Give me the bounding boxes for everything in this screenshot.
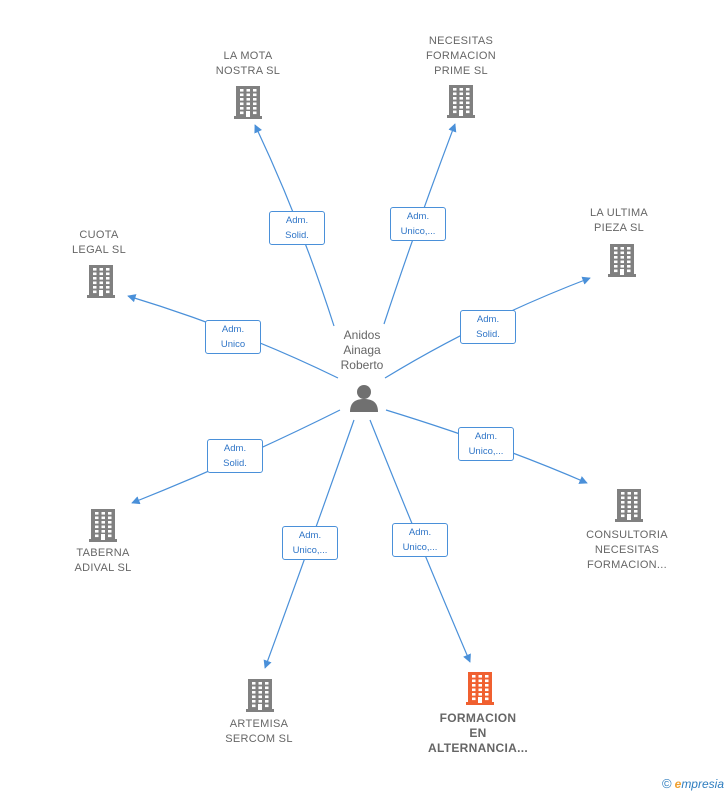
role-label-necesitas-prime[interactable]: Adm. Unico,...: [390, 207, 446, 241]
building-icon[interactable]: [606, 242, 638, 278]
building-icon[interactable]: [232, 84, 264, 120]
company-label-la-mota[interactable]: LA MOTA NOSTRA SL: [178, 49, 318, 79]
role-label-la-ultima[interactable]: Adm. Solid.: [460, 310, 516, 344]
role-label-line: Solid.: [223, 458, 247, 469]
company-label-line: TABERNA: [76, 547, 130, 559]
role-label-line: Adm.: [408, 527, 432, 538]
role-label-line: Adm.: [476, 314, 500, 325]
building-icon[interactable]: [464, 670, 496, 706]
role-label-line: Solid.: [476, 329, 500, 340]
role-label-line: Adm.: [285, 215, 309, 226]
center-label-line: Anidos: [343, 328, 381, 342]
company-label-line: NOSTRA SL: [215, 65, 281, 77]
role-label-line: Unico,...: [468, 446, 504, 457]
company-label-consultoria[interactable]: CONSULTORIA NECESITAS FORMACION...: [557, 528, 697, 573]
company-label-line: PRIME SL: [434, 64, 488, 77]
role-label-artemisa[interactable]: Adm. Unico,...: [282, 526, 338, 560]
company-label-line: SERCOM SL: [225, 733, 293, 745]
building-icon[interactable]: [613, 487, 645, 523]
brand-name: mpresia: [681, 777, 724, 791]
company-label-taberna[interactable]: TABERNA ADIVAL SL: [33, 546, 173, 576]
building-icon[interactable]: [87, 507, 119, 543]
company-label-cuota-legal[interactable]: CUOTA LEGAL SL: [29, 228, 169, 258]
role-label-formacion[interactable]: Adm. Unico,...: [392, 523, 448, 557]
role-label-cuota-legal[interactable]: Adm. Unico: [205, 320, 261, 354]
copyright-symbol: ©: [662, 776, 672, 791]
company-label-line: EN: [469, 725, 487, 740]
center-label-line: Ainaga: [343, 343, 381, 357]
company-label-line: ALTERNANCIA...: [428, 740, 528, 755]
company-label-line: PIEZA SL: [593, 222, 645, 234]
company-label-line: LA ULTIMA: [589, 207, 649, 219]
building-icon[interactable]: [85, 263, 117, 299]
company-label-line: FORMACION: [426, 49, 496, 62]
role-label-line: Unico: [220, 339, 246, 350]
company-label-line: LEGAL SL: [72, 244, 126, 256]
role-label-line: Unico,...: [402, 542, 438, 553]
role-label-line: Unico,...: [400, 226, 436, 237]
company-label-line: NECESITAS: [428, 34, 494, 47]
company-label-line: ADIVAL SL: [74, 562, 132, 574]
company-label-line: CUOTA: [79, 229, 119, 241]
role-label-line: Adm.: [298, 530, 322, 541]
company-label-line: LA MOTA: [223, 50, 273, 62]
company-label-line: ARTEMISA: [229, 718, 289, 730]
company-label-necesitas-prime[interactable]: NECESITAS FORMACION PRIME SL: [391, 34, 531, 79]
role-label-la-mota[interactable]: Adm. Solid.: [269, 211, 325, 245]
company-label-la-ultima[interactable]: LA ULTIMA PIEZA SL: [549, 206, 689, 236]
brand-letter: e: [674, 777, 682, 791]
company-label-line: CONSULTORIA: [586, 528, 668, 541]
role-label-consultoria[interactable]: Adm. Unico,...: [458, 427, 514, 461]
role-label-line: Adm.: [223, 443, 247, 454]
role-label-line: Solid.: [285, 230, 309, 241]
role-label-line: Adm.: [474, 431, 498, 442]
building-icon[interactable]: [445, 83, 477, 119]
person-icon[interactable]: [348, 382, 380, 414]
center-person-label[interactable]: Anidos Ainaga Roberto: [312, 328, 412, 373]
footer-brand: ©empresia: [662, 776, 724, 791]
company-label-line: NECESITAS: [594, 543, 660, 556]
center-label-line: Roberto: [340, 358, 384, 372]
role-label-line: Adm.: [406, 211, 430, 222]
company-label-line: FORMACION: [439, 710, 517, 725]
company-label-line: FORMACION...: [587, 558, 667, 571]
building-icon[interactable]: [244, 677, 276, 713]
company-label-artemisa[interactable]: ARTEMISA SERCOM SL: [189, 717, 329, 747]
role-label-taberna[interactable]: Adm. Solid.: [207, 439, 263, 473]
role-label-line: Unico,...: [292, 545, 328, 556]
role-label-line: Adm.: [221, 324, 245, 335]
